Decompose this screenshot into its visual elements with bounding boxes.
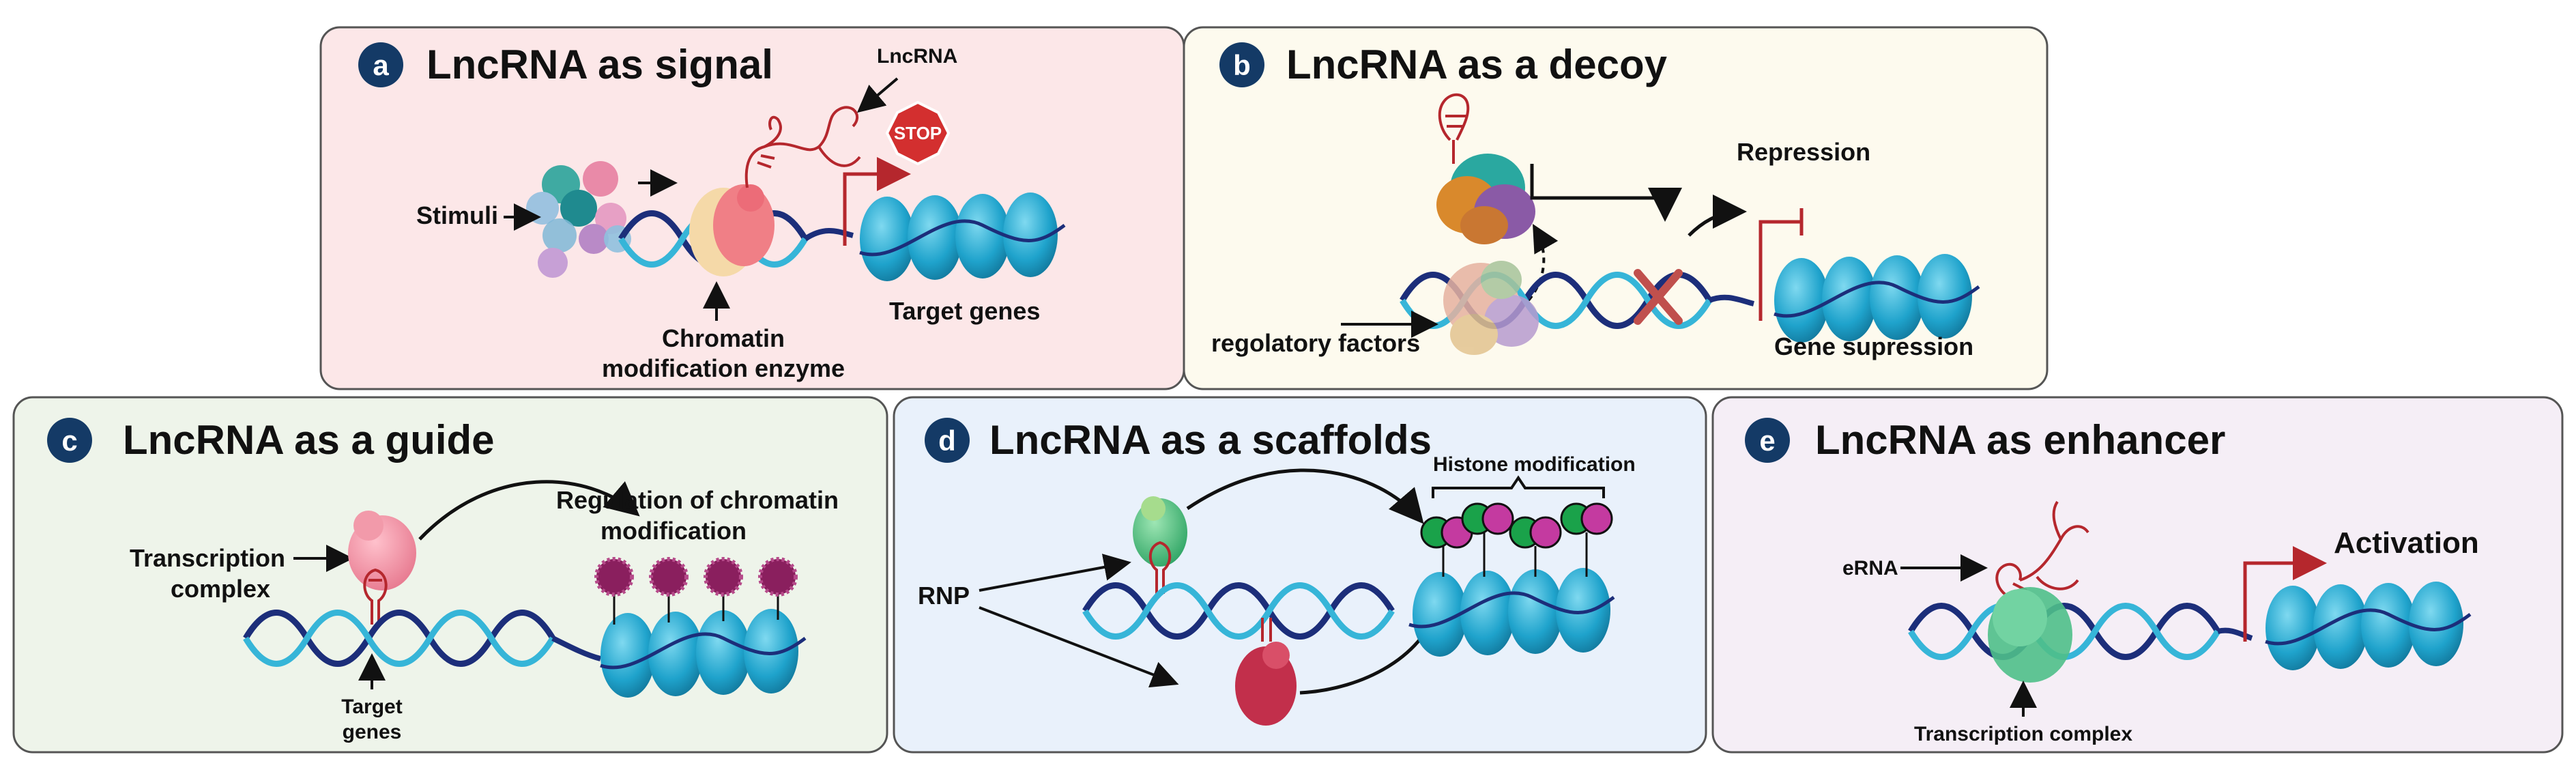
panel-e: e LncRNA as enhancer eRNA Transcription … [1711, 396, 2564, 754]
panel-c-dna [243, 610, 602, 667]
target-genes-label-line1: Target [341, 696, 402, 718]
panel-a-title: LncRNA as signal [426, 42, 773, 87]
chromatin-marks [594, 557, 798, 625]
panel-d-nucleosomes [1408, 568, 1615, 657]
histone-brace [1432, 475, 1605, 498]
panel-c-badge [47, 418, 92, 463]
scaffold-red-protein [1235, 642, 1297, 726]
enhancer-transcription-complex [1988, 587, 2072, 683]
regulatory-factors [1443, 261, 1539, 355]
panel-d-title: LncRNA as a scaffolds [989, 417, 1432, 463]
enhancer-complex-label: Transcription complex [1914, 723, 2132, 745]
panel-d-frame [893, 396, 1707, 754]
blocked-x-icon [1634, 269, 1683, 325]
stop-sign-text: STOP [894, 123, 942, 143]
scaffold-lower-hairpin [1261, 618, 1272, 642]
panel-c-title: LncRNA as a guide [123, 417, 495, 463]
panel-b-title: LncRNA as a decoy [1286, 42, 1668, 87]
lncrna-hairpin [744, 106, 861, 188]
repression-bar [1759, 220, 1801, 321]
panel-d: d LncRNA as a scaffolds RNP [893, 396, 1707, 754]
erna-label: eRNA [1842, 557, 1898, 580]
transcription-complex-label-line1: Transcription [130, 544, 285, 572]
decoy-protein-complex [1436, 154, 1535, 244]
rnp-label: RNP [918, 582, 970, 610]
histone-modification-label: Histone modification [1433, 453, 1636, 476]
panel-a: a LncRNA as signal Stimuli [319, 26, 1185, 390]
tss-arrow [843, 157, 911, 246]
decoy-redirect-arrow [1530, 164, 1682, 222]
panel-e-badge [1745, 418, 1790, 463]
scaffold-upper-arrow [1186, 468, 1424, 524]
target-genes-label-line2: genes [343, 721, 402, 743]
panel-c: c LncRNA as a guide Transcription comple… [12, 396, 888, 754]
enzyme-label-line2: modification enzyme [602, 354, 845, 382]
stimuli-molecule-cluster [526, 161, 631, 278]
panel-e-letter: e [1759, 425, 1775, 457]
target-genes-label: Target genes [889, 297, 1040, 325]
panel-a-letter: a [373, 49, 389, 81]
lncrna-label: LncRNA [877, 45, 957, 68]
panel-b-nucleosomes [1774, 254, 1980, 343]
gene-suppression-label: Gene supression [1774, 332, 1973, 360]
panel-b-letter: b [1233, 49, 1251, 81]
panel-a-nucleosomes [859, 192, 1066, 281]
chromatin-enzyme [689, 184, 775, 276]
panel-d-badge [925, 418, 970, 463]
scaffold-green-protein [1133, 496, 1187, 567]
regulatory-factors-label: regolatory factors [1211, 329, 1420, 357]
enzyme-label-line1: Chromatin [662, 324, 785, 352]
panel-b-badge [1219, 42, 1264, 87]
decoy-lncrna-hairpin [1438, 93, 1470, 164]
regulation-label-line1: Regulation of chromatin [556, 486, 839, 514]
panel-c-letter: c [61, 425, 77, 457]
scaffold-lncrna-hairpin [1148, 541, 1172, 594]
panel-e-title: LncRNA as enhancer [1815, 417, 2225, 463]
panel-d-letter: d [938, 425, 956, 457]
activation-label: Activation [2334, 526, 2479, 560]
activation-arrow [2243, 546, 2327, 642]
stop-sign-icon: STOP [885, 100, 951, 166]
guide-transcription-complex [348, 511, 416, 590]
repression-label: Repression [1737, 138, 1870, 166]
guide-curved-arrow [418, 480, 640, 541]
panel-b: b LncRNA as a decoy Repression [1183, 26, 2049, 390]
panel-e-nucleosomes [2265, 582, 2472, 670]
panel-d-dna [1082, 582, 1395, 640]
panel-a-badge [358, 42, 403, 87]
regulation-label-line2: modification [600, 517, 747, 545]
guide-lncrna-hairpin [363, 568, 388, 625]
histone-marks [1420, 502, 1613, 577]
stimuli-label: Stimuli [416, 201, 498, 229]
transcription-complex-label-line2: complex [171, 575, 270, 603]
panel-c-nucleosomes [600, 609, 807, 698]
